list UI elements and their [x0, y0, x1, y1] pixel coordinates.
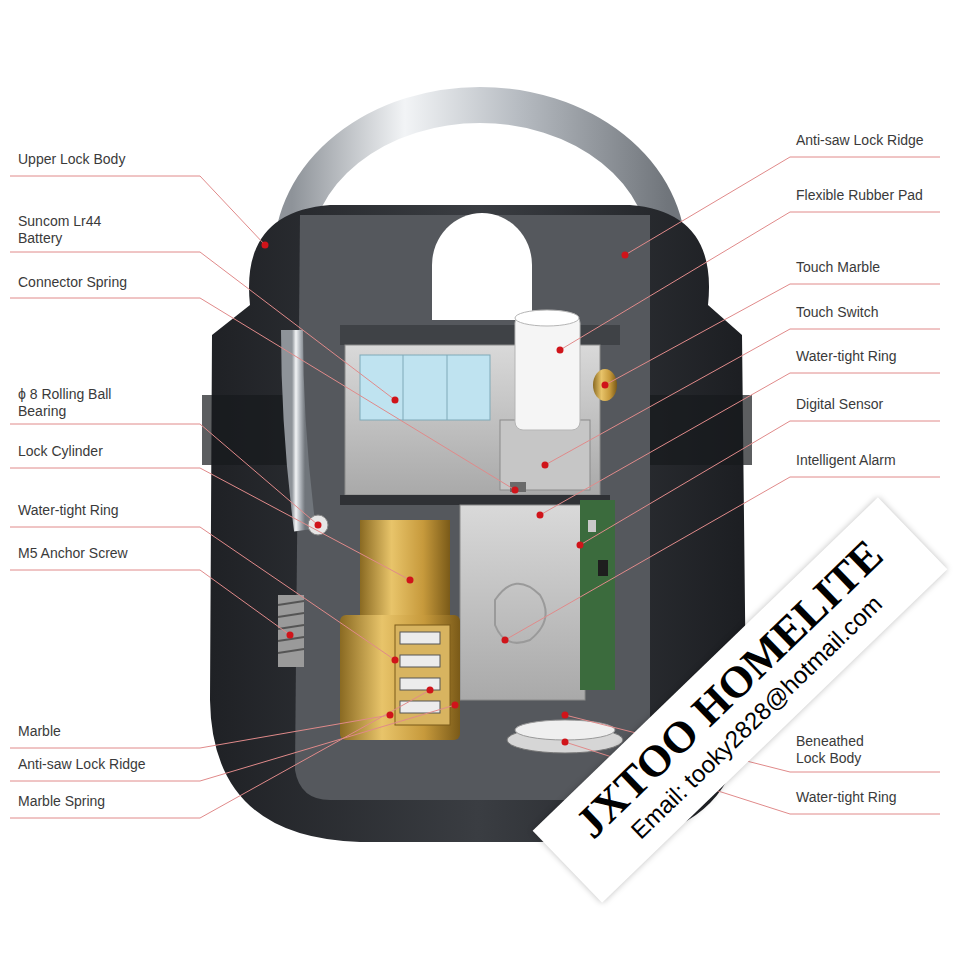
- part-label: Intelligent Alarm: [796, 452, 896, 469]
- part-label: Anti-saw Lock Ridge: [796, 132, 924, 149]
- part-label: Water-tight Ring: [796, 789, 897, 806]
- part-label: Touch Marble: [796, 259, 880, 276]
- part-label: Connector Spring: [18, 274, 127, 291]
- part-label: Water-tight Ring: [18, 502, 119, 519]
- part-label: Flexible Rubber Pad: [796, 187, 923, 204]
- part-label: Lock Cylinder: [18, 443, 103, 460]
- part-label: M5 Anchor Screw: [18, 545, 128, 562]
- part-label: Suncom Lr44 Battery: [18, 213, 118, 247]
- part-label: Water-tight Ring: [796, 348, 897, 365]
- part-label: Beneathed Lock Body: [796, 733, 896, 767]
- part-label: Marble Spring: [18, 793, 105, 810]
- part-label: Upper Lock Body: [18, 151, 125, 168]
- part-label: Marble: [18, 723, 61, 740]
- part-label: Anti-saw Lock Ridge: [18, 756, 146, 773]
- part-label: ϕ 8 Rolling Ball Bearing: [18, 386, 128, 420]
- part-label: Touch Switch: [796, 304, 878, 321]
- part-label: Digital Sensor: [796, 396, 883, 413]
